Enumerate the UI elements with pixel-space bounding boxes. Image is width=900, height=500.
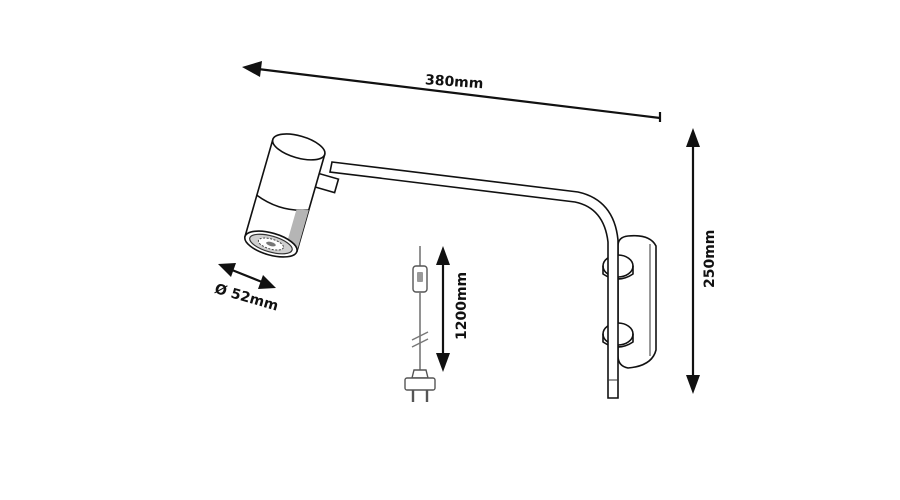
diameter-arrow-left [218, 263, 236, 277]
diameter-arrow-right [258, 275, 276, 289]
diameter-dimension-line [231, 268, 263, 284]
plug-neck [411, 369, 429, 379]
width-dimension: 380mm [242, 61, 662, 122]
height-arrow-top [686, 128, 700, 147]
cable-length-dimension: 1200mm [436, 246, 470, 372]
height-label: 250mm [702, 230, 718, 288]
cable-arrow-top [436, 246, 450, 265]
diameter-dimension: Ø 52mm [213, 263, 280, 315]
width-dimension-line [257, 67, 661, 120]
lamp-head [243, 133, 340, 258]
cable-break-mark-1 [411, 331, 429, 341]
arm-tube [329, 161, 619, 399]
height-arrow-bottom [686, 375, 700, 394]
cable-break-mark-2 [411, 338, 429, 348]
inline-switch-button [417, 272, 423, 282]
plug-body [404, 377, 436, 391]
cable-label: 1200mm [454, 272, 470, 340]
height-dimension: 250mm [686, 128, 718, 394]
cable-arrow-bottom [436, 353, 450, 372]
power-cable [404, 246, 436, 402]
lamp-arm [329, 161, 619, 399]
head-top-cap [271, 133, 326, 161]
width-arrow-left [242, 61, 262, 77]
width-label: 380mm [425, 72, 484, 92]
head-lens-center [266, 241, 276, 247]
